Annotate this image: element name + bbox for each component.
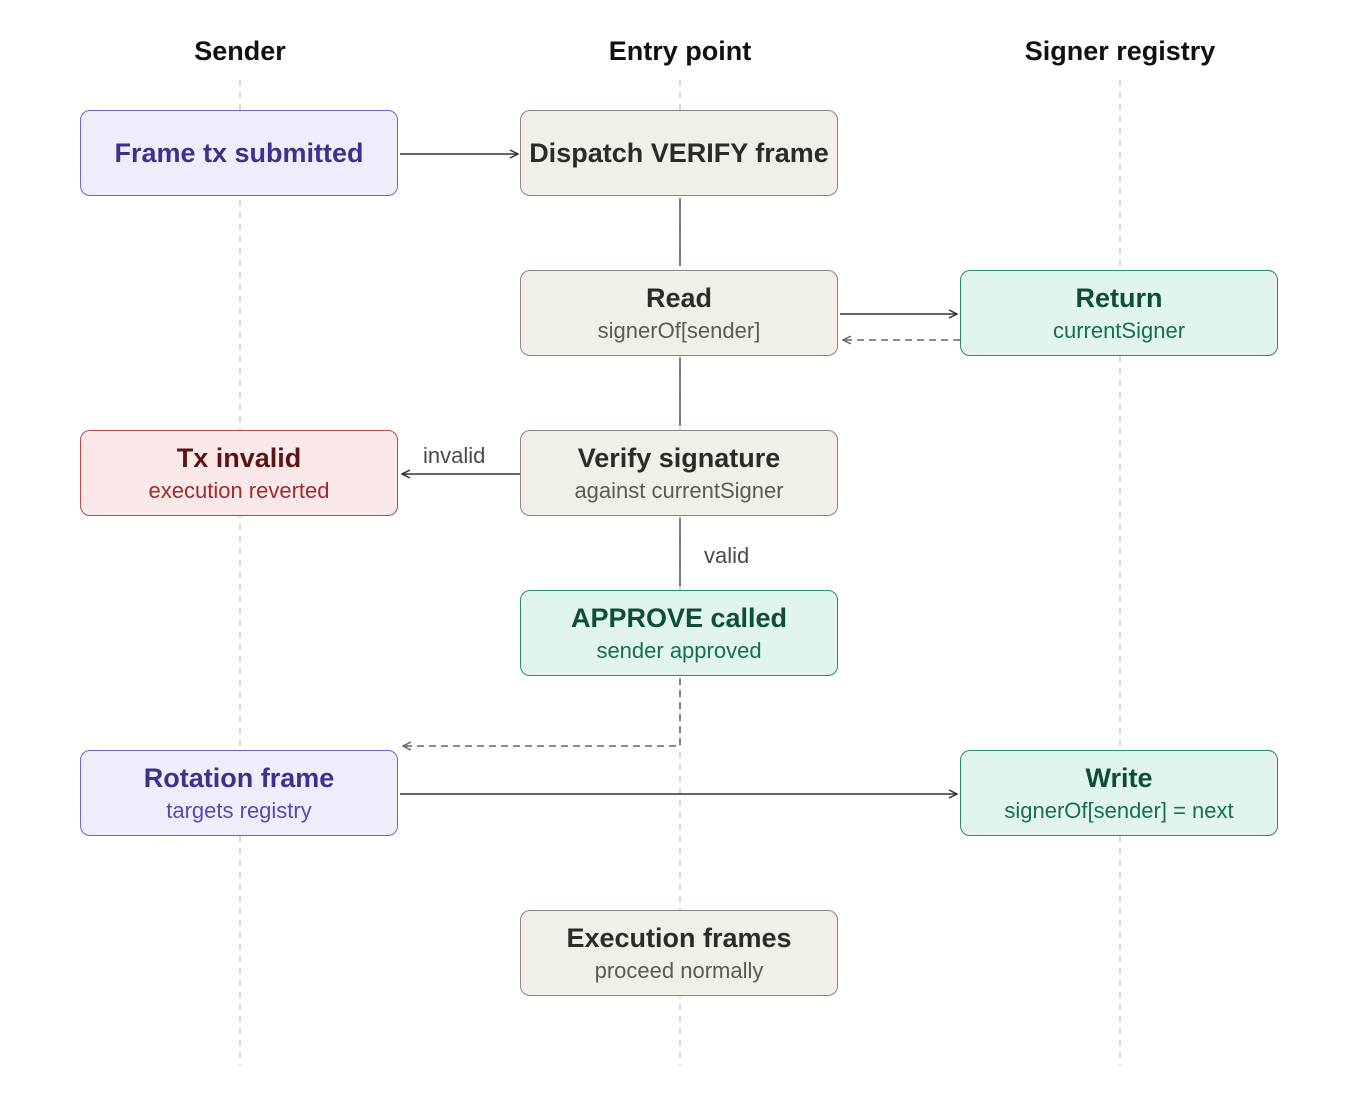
node-title: Write	[1085, 763, 1153, 793]
node-subtitle: targets registry	[166, 798, 312, 823]
arrow-approve-to-rotation	[403, 678, 681, 746]
node-subtitle: against currentSigner	[574, 478, 784, 503]
node-frame-tx-submitted: Frame tx submitted	[80, 110, 398, 196]
node-title: Verify signature	[577, 443, 781, 473]
node-read: Read signerOf[sender]	[520, 270, 838, 356]
node-title: Dispatch VERIFY frame	[529, 138, 829, 168]
node-title: Read	[645, 283, 713, 313]
node-title: APPROVE called	[570, 603, 788, 633]
lane-title-signer-registry: Signer registry	[1024, 36, 1216, 66]
node-dispatch-verify-frame: Dispatch VERIFY frame	[520, 110, 838, 196]
lane-title-entry-point: Entry point	[608, 36, 752, 66]
node-rotation-frame: Rotation frame targets registry	[80, 750, 398, 836]
node-subtitle: signerOf[sender]	[597, 318, 761, 343]
node-title: Rotation frame	[143, 763, 335, 793]
node-write: Write signerOf[sender] = next	[960, 750, 1278, 836]
node-approve-called: APPROVE called sender approved	[520, 590, 838, 676]
node-title: Tx invalid	[176, 443, 302, 473]
node-subtitle: currentSigner	[1052, 318, 1186, 343]
node-subtitle: signerOf[sender] = next	[1004, 798, 1234, 823]
edge-label-valid: valid	[702, 543, 752, 569]
node-tx-invalid: Tx invalid execution reverted	[80, 430, 398, 516]
node-title: Frame tx submitted	[114, 138, 364, 168]
node-subtitle: sender approved	[596, 638, 762, 663]
node-title: Execution frames	[566, 923, 792, 953]
node-title: Return	[1075, 283, 1163, 313]
node-execution-frames: Execution frames proceed normally	[520, 910, 838, 996]
node-return: Return currentSigner	[960, 270, 1278, 356]
node-verify-signature: Verify signature against currentSigner	[520, 430, 838, 516]
node-subtitle: execution reverted	[148, 478, 330, 503]
node-subtitle: proceed normally	[594, 958, 764, 983]
edge-label-invalid: invalid	[421, 443, 488, 469]
lane-title-sender: Sender	[194, 36, 286, 66]
